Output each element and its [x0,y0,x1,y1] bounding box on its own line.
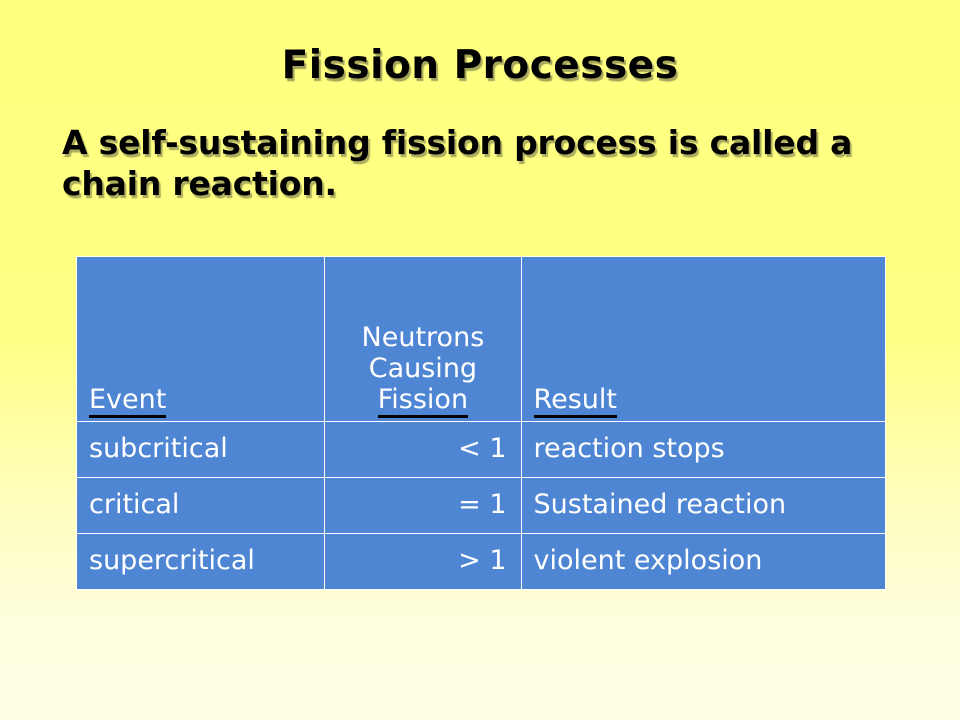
header-stack-neutrons: Neutrons Causing Fission [331,322,514,418]
cell-neutrons: > 1 [324,533,522,590]
header-line3-wrap: Fission [331,384,514,418]
page-title: Fission Processes [281,43,679,88]
cell-result: Sustained reaction [520,477,887,534]
header-cell-event: Event [75,256,326,422]
header-label-neutrons-line2: Causing [368,353,478,384]
header-label-neutrons-line3: Fission [377,384,469,418]
cell-event: critical [75,477,326,534]
slide-subtitle: A self-sustaining fission process is cal… [62,123,853,203]
table-row: subcritical < 1 reaction stops [75,421,887,478]
cell-neutrons: = 1 [324,477,522,534]
header-label-neutrons-line1: Neutrons [361,322,485,353]
table-row: supercritical > 1 violent explosion [75,533,887,590]
table-header-row: Event Neutrons Causing Fission Result [75,256,887,422]
cell-event: supercritical [75,533,326,590]
header-label-result: Result [533,384,618,418]
header-label-event: Event [89,384,167,418]
table-row: critical = 1 Sustained reaction [75,477,887,534]
cell-result: violent explosion [520,533,887,590]
cell-result: reaction stops [520,421,887,478]
header-cell-result: Result [520,256,887,422]
cell-event: subcritical [75,421,326,478]
fission-criticality-table: Event Neutrons Causing Fission Result [75,256,887,590]
cell-neutrons: < 1 [324,421,522,478]
header-cell-neutrons: Neutrons Causing Fission [324,256,522,422]
